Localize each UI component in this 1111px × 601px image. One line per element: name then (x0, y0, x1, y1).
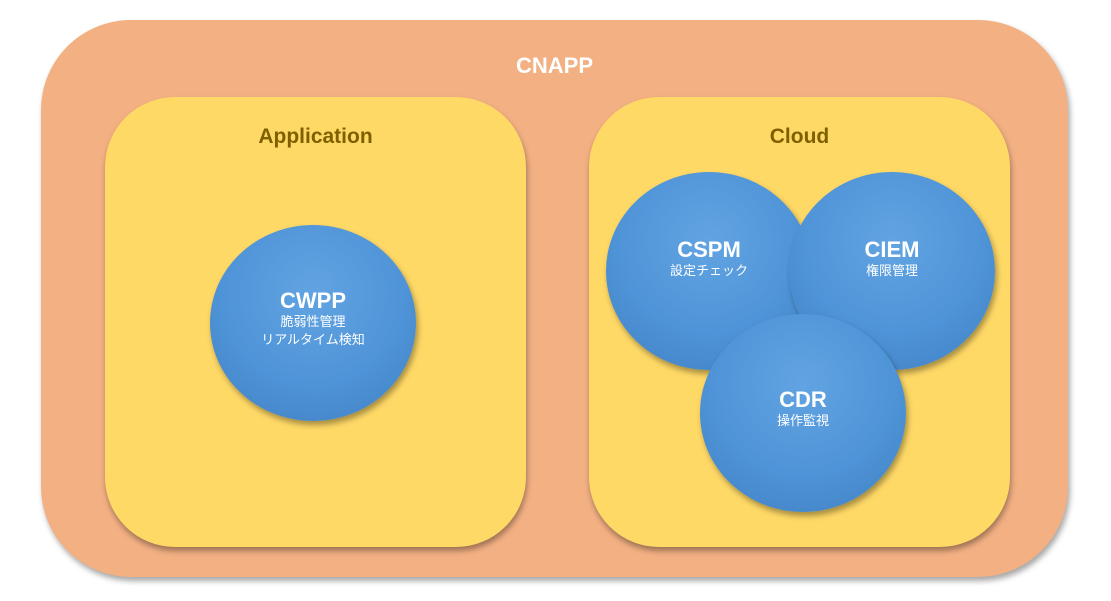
cdr-name: CDR (779, 387, 827, 412)
cwpp-line2: リアルタイム検知 (261, 333, 365, 348)
cloud-title: Cloud (769, 125, 830, 148)
cspm-name: CSPM (677, 237, 741, 262)
cnapp-title: CNAPP (515, 53, 593, 78)
cwpp-name: CWPP (280, 288, 346, 313)
cspm-desc: 設定チェック (669, 264, 748, 279)
cwpp-circle: CWPP 脆弱性管理 リアルタイム検知 (210, 225, 416, 421)
cwpp-line1: 脆弱性管理 (280, 315, 346, 330)
application-title: Application (258, 125, 373, 148)
ciem-desc: 権限管理 (865, 264, 918, 279)
cdr-desc: 操作監視 (776, 414, 829, 429)
cdr-circle: CDR 操作監視 (700, 314, 906, 512)
ciem-name: CIEM (864, 237, 920, 262)
